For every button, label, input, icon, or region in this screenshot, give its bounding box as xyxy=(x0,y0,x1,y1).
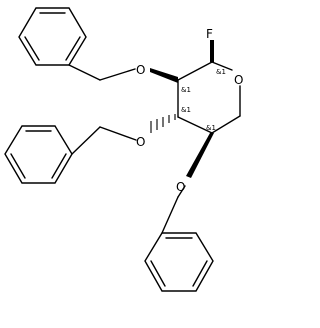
stereo-label-c3: &1 xyxy=(181,106,191,114)
benzene-ring-top xyxy=(18,7,87,66)
wedge-bond-c2-o xyxy=(150,68,178,83)
benzyl-bond-bottom-1 xyxy=(161,196,179,234)
stereo-label-c2: &1 xyxy=(181,86,191,94)
pyranose-ring xyxy=(177,61,241,134)
wedge-bond-c4-o xyxy=(186,133,214,178)
stereo-label-c1: &1 xyxy=(216,68,226,76)
hash-bond-c3-o xyxy=(150,114,176,133)
ring-oxygen-atom: O xyxy=(234,73,243,87)
benzyl-bond-top-1 xyxy=(68,64,101,81)
molecule-structure: F O O O O &1 &1 &1 &1 xyxy=(4,7,243,292)
benzyl-bond-middle-1 xyxy=(71,126,101,155)
stereo-label-c4: &1 xyxy=(206,124,216,132)
wedge-bond-c1-f xyxy=(210,40,214,62)
oxygen-atom-c4: O xyxy=(176,180,185,194)
oxygen-atom-c2: O xyxy=(136,63,145,77)
benzyl-bond-middle-2 xyxy=(99,126,137,141)
benzyl-bond-bottom-2 xyxy=(177,185,186,198)
benzyl-bond-top-2 xyxy=(99,68,136,81)
oxygen-atom-c3: O xyxy=(136,135,145,149)
fluorine-atom: F xyxy=(206,27,213,41)
benzene-ring-bottom xyxy=(144,232,214,292)
benzene-ring-middle xyxy=(4,125,73,184)
